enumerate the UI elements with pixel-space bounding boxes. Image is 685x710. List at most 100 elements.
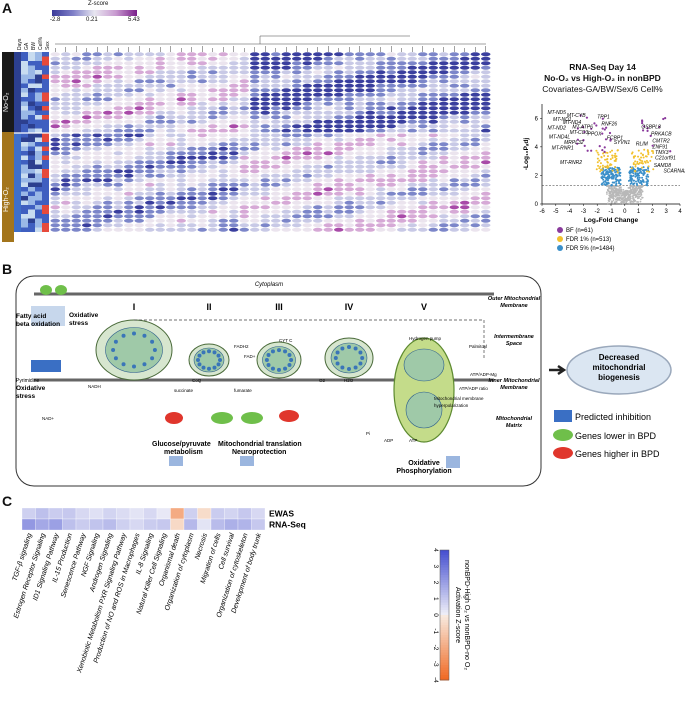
heatmap-dot <box>82 110 92 115</box>
complex-subunit <box>335 350 340 355</box>
heatmap-dot <box>313 191 323 196</box>
heatmap-dot <box>208 173 218 178</box>
heatmap-dot <box>197 182 207 187</box>
heatmap-dot <box>103 119 113 124</box>
heatmap-dot <box>218 70 228 75</box>
heatmap-dot <box>302 133 312 138</box>
heatmap-dot <box>239 160 249 165</box>
heatmap-dot <box>229 128 239 133</box>
pathway-cell <box>75 518 90 531</box>
heatmap-dot <box>155 92 165 97</box>
volcano-point-fdr1 <box>606 160 609 163</box>
heatmap-dot <box>439 52 449 57</box>
heatmap-dot <box>155 200 165 205</box>
heatmap-dot <box>271 205 281 210</box>
heatmap-dot <box>323 97 333 102</box>
heatmap-dot <box>386 128 396 133</box>
colorbar-segment <box>440 637 449 641</box>
heatmap-dot <box>344 79 354 84</box>
annotation-cell <box>42 52 49 57</box>
volcano-point-ns <box>623 194 626 197</box>
heatmap-dot <box>460 92 470 97</box>
heatmap-dot <box>208 205 218 210</box>
heatmap-dot <box>61 119 71 124</box>
heatmap-dot <box>439 133 449 138</box>
heatmap-dot <box>82 106 92 111</box>
heatmap-dot <box>439 119 449 124</box>
heatmap-dot <box>281 223 291 228</box>
heatmap-dot <box>166 61 176 66</box>
volcano-point-fdr1 <box>652 151 655 154</box>
volcano-point-fdr5 <box>606 179 609 182</box>
heatmap-dot <box>355 128 365 133</box>
heatmap-dot <box>113 61 123 66</box>
heatmap-dot <box>145 88 155 93</box>
heatmap-dot <box>386 160 396 165</box>
diagram-small-label: fumarate <box>234 388 252 393</box>
volcano-point-fdr1 <box>604 158 607 161</box>
heatmap-dot <box>271 119 281 124</box>
heatmap-dot <box>239 110 249 115</box>
heatmap-dot <box>397 83 407 88</box>
heatmap-dot <box>439 74 449 79</box>
heatmap-dot <box>239 178 249 183</box>
annotation-cell <box>28 164 35 169</box>
heatmap-dot <box>82 142 92 147</box>
annotation-cell <box>28 142 35 147</box>
heatmap-dot <box>124 88 134 93</box>
volcano-point-ns <box>621 197 623 200</box>
heatmap-dot <box>229 173 239 178</box>
annotation-cell <box>21 110 28 115</box>
heatmap-dot <box>334 200 344 205</box>
heatmap-dot <box>334 79 344 84</box>
heatmap-dot <box>197 137 207 142</box>
heatmap-dot <box>239 92 249 97</box>
gene-cpt1-node <box>40 285 52 295</box>
heatmap-dot <box>376 74 386 79</box>
pathway-cell <box>21 507 36 520</box>
heatmap-dot <box>302 124 312 129</box>
annotation-cell <box>42 133 49 138</box>
heatmap-dot <box>92 52 102 57</box>
heatmap-dot <box>376 65 386 70</box>
heatmap-dot <box>176 205 186 210</box>
heatmap-dot <box>418 70 428 75</box>
colorbar-segment <box>440 620 449 623</box>
heatmap-dot <box>407 200 417 205</box>
heatmap-dot <box>155 146 165 151</box>
heatmap-dot <box>418 106 428 111</box>
heatmap-dot <box>124 61 134 66</box>
heatmap-dot <box>260 92 270 97</box>
heatmap-dot <box>355 164 365 169</box>
heatmap-dot <box>61 56 71 61</box>
volcano-point-fdr5 <box>615 176 618 179</box>
heatmap-dot <box>407 61 417 66</box>
heatmap-dot <box>92 106 102 111</box>
colorbar-segment <box>440 590 449 593</box>
volcano-point-fdr5 <box>636 176 639 179</box>
heatmap-dot <box>113 110 123 115</box>
heatmap-dot <box>292 214 302 219</box>
heatmap-dot <box>470 196 480 201</box>
heatmap-dot <box>460 137 470 142</box>
colorbar-tick: 1 <box>432 597 439 601</box>
heatmap-dot <box>61 173 71 178</box>
volcano-point-fdr5 <box>642 166 645 169</box>
heatmap-dot <box>145 173 155 178</box>
volcano-point-fdr1 <box>640 156 643 159</box>
heatmap-dot <box>407 160 417 165</box>
heatmap-dot <box>71 52 81 57</box>
heatmap-dot <box>50 65 60 70</box>
heatmap-dot <box>344 214 354 219</box>
volcano-gene-label: TMX3 <box>655 150 669 156</box>
heatmap-dot <box>355 160 365 165</box>
heatmap-dot <box>365 110 375 115</box>
volcano-point-fdr5 <box>619 183 622 186</box>
heatmap-dot <box>197 227 207 232</box>
heatmap-dot <box>50 70 60 75</box>
heatmap-dot <box>124 115 134 120</box>
complex-subunit <box>152 348 157 352</box>
heatmap-dot <box>323 137 333 142</box>
heatmap-dot <box>61 182 71 187</box>
